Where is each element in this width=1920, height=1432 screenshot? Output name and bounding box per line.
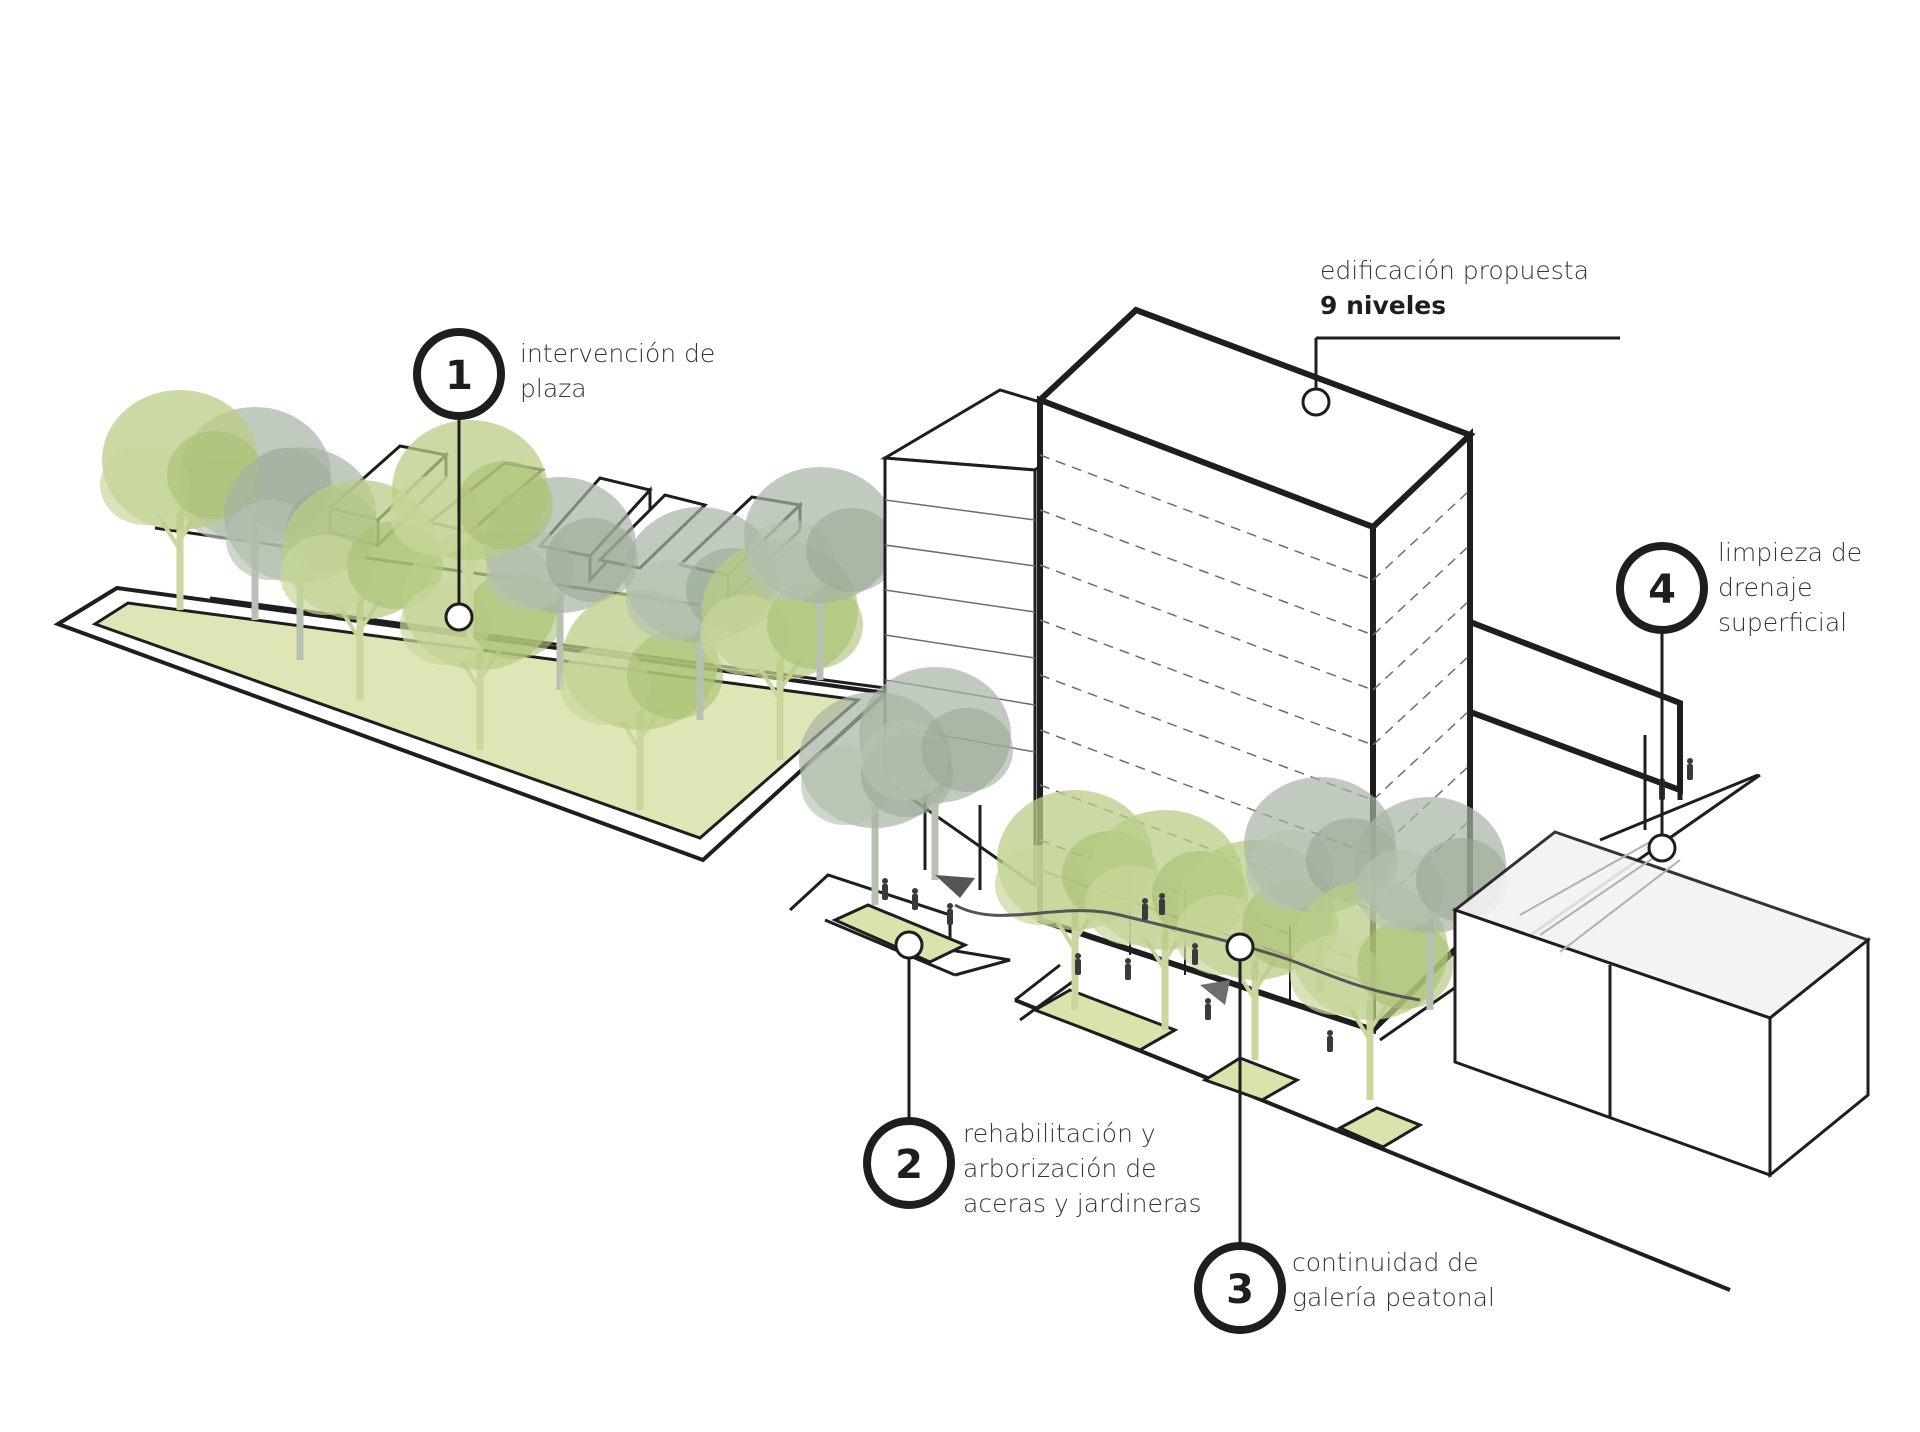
annotation-4-line: drenaje xyxy=(1718,570,1862,605)
annotation-1-text: intervención de plaza xyxy=(520,336,715,406)
callout-2: 2 xyxy=(867,932,951,1205)
callout-3-number: 3 xyxy=(1226,1267,1254,1313)
annotation-3-line: continuidad de xyxy=(1292,1245,1495,1280)
annotation-1-line: plaza xyxy=(520,371,715,406)
annotation-3-line: galería peatonal xyxy=(1292,1280,1495,1315)
callout-1-number: 1 xyxy=(445,353,473,399)
annotation-2-line: rehabilitación y xyxy=(963,1116,1202,1151)
front-block xyxy=(1455,832,1868,1175)
annotation-2-line: arborización de xyxy=(963,1151,1202,1186)
annotation-1-line: intervención de xyxy=(520,336,715,371)
callout-4-number: 4 xyxy=(1648,567,1676,613)
building-levels: 9 niveles xyxy=(1320,288,1589,323)
callout-2-number: 2 xyxy=(895,1142,923,1188)
building-label-text: edificación propuesta xyxy=(1320,253,1589,288)
annotation-2-text: rehabilitación y arborización de aceras … xyxy=(963,1116,1202,1221)
plaza-block xyxy=(58,390,898,860)
annotation-4-line: superficial xyxy=(1718,605,1862,640)
annotation-2-line: aceras y jardineras xyxy=(963,1186,1202,1221)
annotation-4-text: limpieza de drenaje superficial xyxy=(1718,535,1862,640)
building-label: edificación propuesta 9 niveles xyxy=(1320,253,1589,323)
annotation-4-line: limpieza de xyxy=(1718,535,1862,570)
annotation-3-text: continuidad de galería peatonal xyxy=(1292,1245,1495,1315)
